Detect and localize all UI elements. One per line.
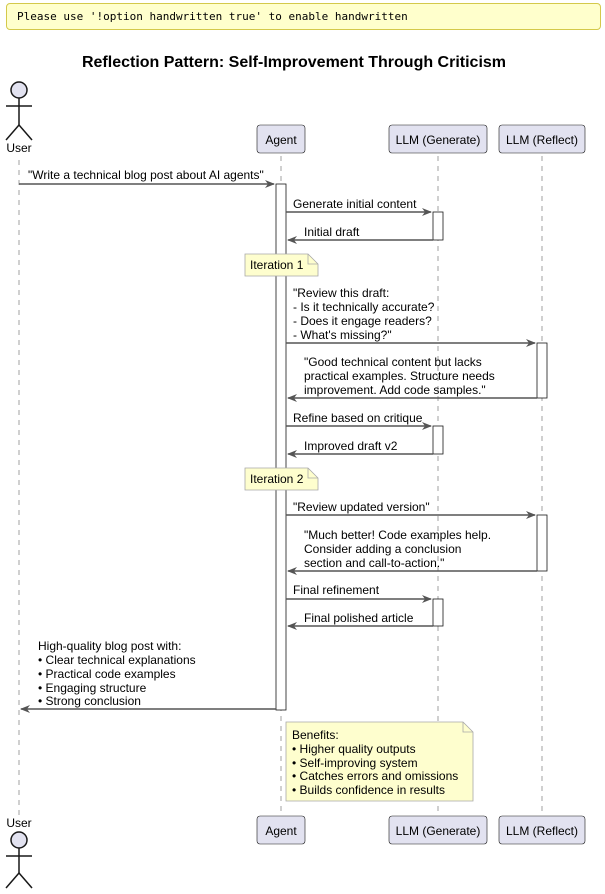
- message-label-3: Initial draft: [304, 225, 360, 239]
- message-label-2: Generate initial content: [293, 197, 417, 211]
- message-label-11: Final polished article: [304, 611, 414, 625]
- message-label-12-line-1: High-quality blog post with:: [38, 639, 181, 653]
- note-benefits-line-5: • Builds confidence in results: [292, 783, 445, 797]
- message-label-5-line-2: practical examples. Structure needs: [304, 369, 495, 383]
- message-label-6: Refine based on critique: [293, 411, 423, 425]
- message-label-8: "Review updated version": [293, 500, 430, 514]
- note-iteration-2-text: Iteration 2: [250, 472, 304, 486]
- activation-llm-generate-2: [432, 425, 444, 455]
- actor-user-bottom: [5, 831, 33, 889]
- warning-banner: Please use '!option handwritten true' to…: [6, 3, 601, 30]
- note-iteration-2: Iteration 2: [244, 467, 319, 491]
- message-label-7: Improved draft v2: [304, 439, 398, 453]
- diagram-title: Reflection Pattern: Self-Improvement Thr…: [82, 54, 506, 71]
- participant-llm-reflect-label-bottom: LLM (Reflect): [506, 824, 578, 838]
- participant-user-label-top: User: [6, 141, 31, 155]
- message-label-12-line-3: • Practical code examples: [38, 667, 176, 681]
- message-label-5-line-3: improvement. Add code samples.": [304, 383, 486, 397]
- message-label-4-line-2: - Is it technically accurate?: [293, 300, 435, 314]
- note-benefits-line-4: • Catches errors and omissions: [292, 769, 458, 783]
- note-benefits-line-3: • Self-improving system: [292, 756, 418, 770]
- message-label-12-line-5: • Strong conclusion: [38, 694, 141, 708]
- message-label-4-line-3: - Does it engage readers?: [293, 314, 432, 328]
- message-label-9-line-3: section and call-to-action.": [304, 556, 444, 570]
- activation-llm-reflect-1: [536, 342, 548, 399]
- warning-text: Please use '!option handwritten true' to…: [17, 10, 408, 23]
- participant-llm-reflect-label-top: LLM (Reflect): [506, 133, 578, 147]
- participant-agent-label-top: Agent: [265, 133, 297, 147]
- activation-llm-reflect-2: [536, 514, 548, 572]
- message-label-12-line-4: • Engaging structure: [38, 681, 147, 695]
- participant-llm-reflect-bottom: [498, 815, 586, 845]
- activation-llm-generate-3: [432, 598, 444, 627]
- note-benefits-line-2: • Higher quality outputs: [292, 742, 416, 756]
- participant-agent-label-bottom: Agent: [265, 824, 297, 838]
- actor-user-top: [5, 81, 33, 141]
- note-iteration-1-text: Iteration 1: [250, 258, 304, 272]
- participant-llm-generate-label-top: LLM (Generate): [396, 133, 481, 147]
- message-label-1: "Write a technical blog post about AI ag…: [28, 168, 264, 182]
- message-label-12-line-2: • Clear technical explanations: [38, 653, 196, 667]
- participant-llm-generate-top: [388, 124, 488, 154]
- note-benefits-line-1: Benefits:: [292, 728, 339, 742]
- message-label-10: Final refinement: [293, 583, 380, 597]
- note-iteration-1: Iteration 1: [244, 253, 319, 277]
- activation-llm-generate-1: [432, 211, 444, 241]
- participant-llm-generate-bottom: [388, 815, 488, 845]
- message-label-4-line-1: "Review this draft:: [293, 286, 389, 300]
- note-benefits: Benefits: • Higher quality outputs • Sel…: [285, 721, 474, 802]
- message-label-9-line-2: Consider adding a conclusion: [304, 542, 461, 556]
- participant-agent-bottom: [256, 815, 306, 845]
- participant-agent-top: [256, 124, 306, 154]
- message-label-9-line-1: "Much better! Code examples help.: [304, 528, 491, 542]
- message-label-5-line-1: "Good technical content but lacks: [304, 355, 482, 369]
- activation-agent: [275, 183, 287, 711]
- participant-llm-generate-label-bottom: LLM (Generate): [396, 824, 481, 838]
- participant-user-label-bottom: User: [6, 816, 31, 830]
- message-label-4-line-4: - What's missing?": [293, 328, 392, 342]
- participant-llm-reflect-top: [498, 124, 586, 154]
